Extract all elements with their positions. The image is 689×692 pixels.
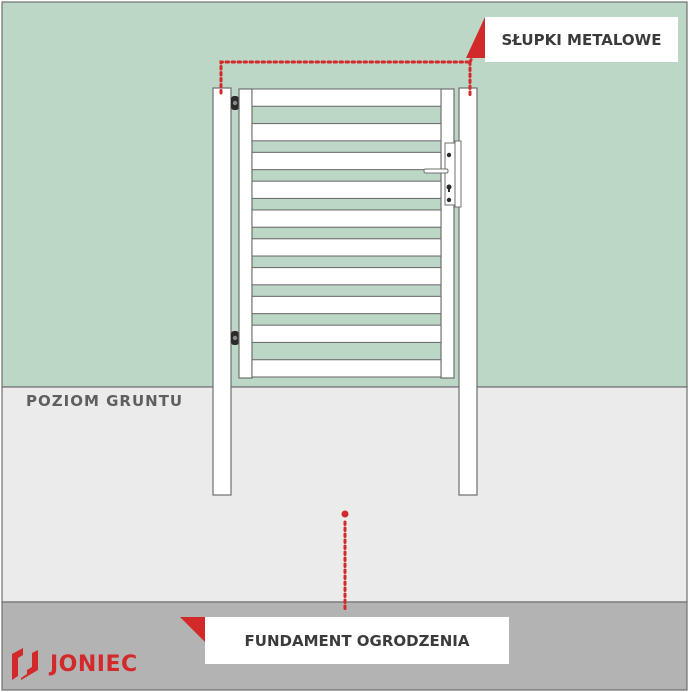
gate-slat: [251, 359, 442, 378]
right-post: [458, 87, 478, 496]
joniec-logo-icon: [12, 648, 38, 680]
gate-lock-icon: [423, 140, 462, 208]
gate-slat: [251, 123, 442, 142]
left-post: [212, 87, 232, 496]
bottom-hinge-icon: [231, 331, 239, 345]
ground-level-label: POZIOM GRUNTU: [26, 392, 184, 410]
foundation-label: FUNDAMENT OGRODZENIA: [205, 617, 509, 664]
top-hinge-icon: [231, 96, 239, 110]
foundation-callout-dot: [341, 510, 349, 518]
gate-slat: [251, 324, 442, 343]
gate-slats: [251, 88, 442, 378]
posts-label: SŁUPKI METALOWE: [485, 17, 678, 62]
gate-slat: [251, 88, 442, 107]
gate-slat: [251, 180, 442, 199]
gate-left-stile: [238, 88, 253, 379]
brand-name: JONIEC: [50, 651, 138, 677]
gate-slat: [251, 151, 442, 171]
gate-slat: [251, 295, 442, 315]
posts-label-flag: [466, 17, 485, 58]
gate-slat: [251, 238, 442, 257]
gate-slat: [251, 209, 442, 228]
gate-right-stile: [440, 88, 455, 379]
gate-slat: [251, 267, 442, 286]
brand-logo: JONIEC: [10, 646, 138, 682]
foundation-label-flag: [180, 617, 205, 642]
